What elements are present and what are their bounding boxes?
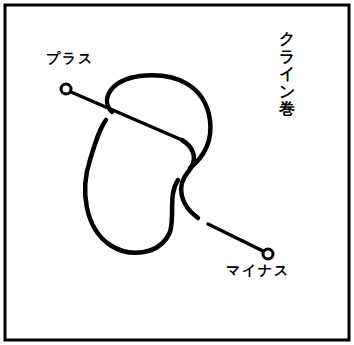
minus-terminal [263,249,273,259]
wire-loop [85,120,178,253]
wire [208,224,263,251]
wire [71,92,182,140]
terminal-label: プラス [46,50,94,68]
frame-border [5,5,349,340]
winding-label: クライン巻 [279,30,295,118]
wire [181,140,198,218]
terminal-label: マイナス [226,262,290,280]
